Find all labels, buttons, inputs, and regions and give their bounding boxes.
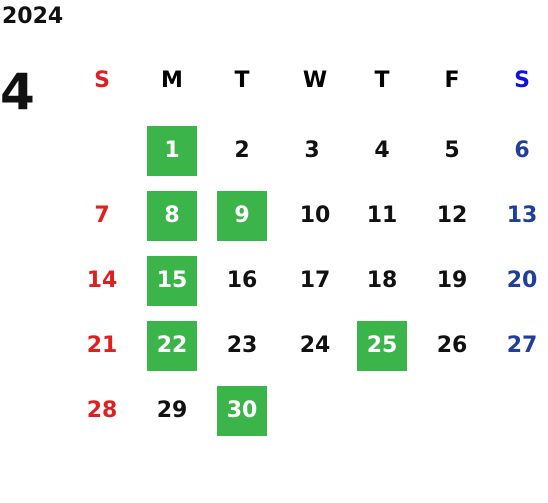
day-cell-sunday[interactable]: 21	[86, 333, 118, 358]
day-cell[interactable]: 3	[304, 138, 320, 163]
day-cell-highlighted[interactable]: 9	[217, 191, 267, 241]
day-cell[interactable]: 10	[299, 203, 331, 228]
day-cell[interactable]: 11	[366, 203, 398, 228]
weekday-header-thu: T	[374, 68, 390, 93]
day-cell[interactable]: 17	[299, 268, 331, 293]
day-cell[interactable]: 26	[436, 333, 468, 358]
day-cell-saturday[interactable]: 27	[506, 333, 538, 358]
day-cell-highlighted[interactable]: 25	[357, 321, 407, 371]
weekday-header-sun: S	[94, 68, 110, 93]
day-cell-empty	[497, 386, 547, 436]
weekday-header-wed: W	[302, 68, 328, 93]
day-cell[interactable]: 4	[374, 138, 390, 163]
day-cell[interactable]: 18	[366, 268, 398, 293]
day-cell-highlighted[interactable]: 8	[147, 191, 197, 241]
day-cell-empty	[77, 126, 127, 176]
month-number: 4	[0, 63, 35, 121]
weekday-header-fri: F	[444, 68, 460, 93]
day-cell-sunday[interactable]: 7	[94, 203, 110, 228]
day-cell-sunday[interactable]: 14	[86, 268, 118, 293]
day-cell-empty	[427, 386, 477, 436]
day-cell-empty	[290, 386, 340, 436]
weekday-header-tue: T	[234, 68, 250, 93]
day-cell-highlighted[interactable]: 30	[217, 386, 267, 436]
year-label: 2024	[2, 4, 64, 29]
day-cell-highlighted[interactable]: 1	[147, 126, 197, 176]
day-cell[interactable]: 16	[226, 268, 258, 293]
day-cell-highlighted[interactable]: 15	[147, 256, 197, 306]
day-cell[interactable]: 2	[234, 138, 250, 163]
day-cell-highlighted[interactable]: 22	[147, 321, 197, 371]
day-cell-sunday[interactable]: 28	[86, 398, 118, 423]
day-cell[interactable]: 5	[444, 138, 460, 163]
day-cell[interactable]: 23	[226, 333, 258, 358]
day-cell[interactable]: 29	[156, 398, 188, 423]
weekday-header-sat: S	[514, 68, 530, 93]
weekday-header-mon: M	[161, 68, 183, 93]
day-cell-saturday[interactable]: 13	[506, 203, 538, 228]
day-cell-empty	[357, 386, 407, 436]
day-cell-saturday[interactable]: 20	[506, 268, 538, 293]
day-cell[interactable]: 24	[299, 333, 331, 358]
day-cell-saturday[interactable]: 6	[514, 138, 530, 163]
day-cell[interactable]: 12	[436, 203, 468, 228]
day-cell[interactable]: 19	[436, 268, 468, 293]
